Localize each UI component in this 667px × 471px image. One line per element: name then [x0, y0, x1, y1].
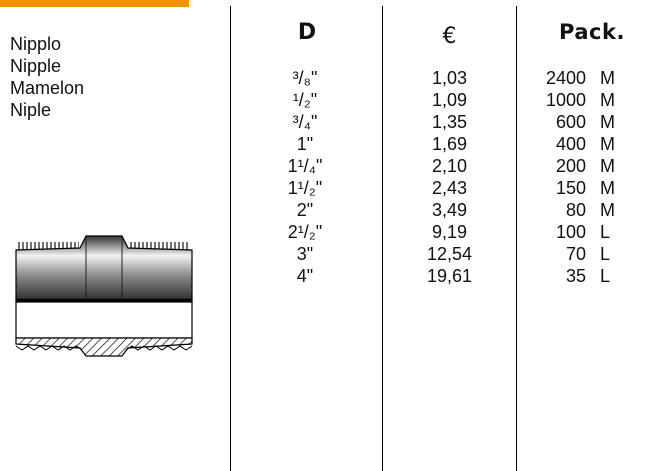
price-cell: 3,49 [431, 200, 468, 220]
pack-unit-cell: M [600, 68, 615, 88]
size-cell: 2¹/₂" [287, 222, 323, 242]
pack-unit-cell: M [600, 156, 615, 176]
price-cell: 1,69 [431, 134, 468, 154]
pack-unit-cell: M [600, 200, 615, 220]
table-row: 2" 3,49 80 M [0, 199, 667, 221]
pack-quantity-cell: 200 [555, 156, 586, 176]
table-row: 4" 19,61 35 L [0, 265, 667, 287]
product-names: Nipplo Nipple Mamelon Niple [10, 33, 84, 121]
table-row: ¹/₂" 1,09 1000 M [0, 89, 667, 111]
pack-unit-cell: M [600, 178, 615, 198]
table-row: 1¹/₄" 2,10 200 M [0, 155, 667, 177]
price-cell: 1,35 [431, 112, 468, 132]
pack-unit-cell: L [600, 266, 611, 286]
size-column-header: D [297, 20, 317, 45]
pack-quantity-cell: 1000 [545, 90, 586, 110]
size-cell: 4" [296, 266, 314, 286]
pack-unit-cell: L [600, 222, 611, 242]
product-name-french: Mamelon [10, 78, 85, 98]
product-name-spanish: Niple [10, 100, 52, 120]
price-cell: 9,19 [431, 222, 468, 242]
table-row: 1¹/₂" 2,43 150 M [0, 177, 667, 199]
pack-quantity-cell: 80 [565, 200, 586, 220]
table-row: 1" 1,69 400 M [0, 133, 667, 155]
pack-column-header: Pack. [559, 20, 625, 44]
pack-quantity-cell: 2400 [545, 68, 586, 88]
price-cell: 1,03 [431, 68, 468, 88]
pack-quantity-cell: 600 [555, 112, 586, 132]
pack-quantity-cell: 150 [555, 178, 586, 198]
size-cell: 1¹/₄" [287, 156, 323, 176]
orange-header-tab [0, 0, 189, 7]
price-cell: 2,10 [431, 156, 468, 176]
column-divider [516, 6, 517, 471]
size-cell: ³/₄" [292, 112, 318, 132]
pack-quantity-cell: 35 [565, 266, 586, 286]
pack-quantity-cell: 400 [555, 134, 586, 154]
table-row: ³/₄" 1,35 600 M [0, 111, 667, 133]
product-name-english: Nipple [10, 56, 62, 76]
price-cell: 12,54 [426, 244, 473, 264]
pack-unit-cell: M [600, 90, 615, 110]
pack-unit-cell: L [600, 244, 611, 264]
pipe-nipple-drawing-icon [15, 235, 193, 357]
product-name-italian: Nipplo [10, 34, 62, 54]
column-divider [230, 6, 231, 471]
pack-unit-cell: M [600, 112, 615, 132]
price-column-header: € [442, 24, 457, 49]
size-cell: 1¹/₂" [287, 178, 323, 198]
table-row: ³/₈" 1,03 2400 M [0, 67, 667, 89]
pack-quantity-cell: 100 [555, 222, 586, 242]
size-cell: ³/₈" [292, 68, 318, 88]
table-row: 3" 12,54 70 L [0, 243, 667, 265]
table-row: 2¹/₂" 9,19 100 L [0, 221, 667, 243]
price-cell: 19,61 [426, 266, 473, 286]
size-cell: ¹/₂" [292, 90, 318, 110]
pack-quantity-cell: 70 [565, 244, 586, 264]
column-divider [382, 6, 383, 471]
size-cell: 2" [296, 200, 314, 220]
size-cell: 3" [296, 244, 314, 264]
price-cell: 2,43 [431, 178, 468, 198]
price-cell: 1,09 [431, 90, 468, 110]
size-cell: 1" [296, 134, 314, 154]
pack-unit-cell: M [600, 134, 615, 154]
